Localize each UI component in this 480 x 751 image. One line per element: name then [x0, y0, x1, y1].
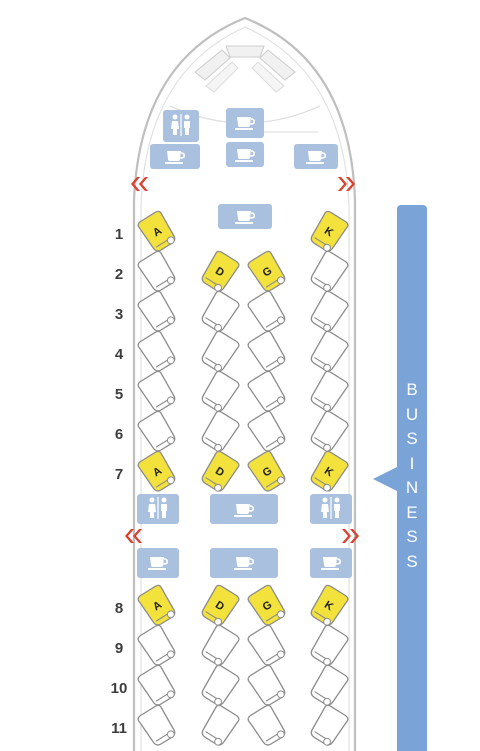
row-number: 10	[110, 680, 128, 697]
coffee-cup-icon	[234, 116, 255, 131]
galley-front-right	[294, 144, 338, 169]
row-number: 9	[114, 640, 124, 657]
cockpit-windows	[194, 45, 296, 93]
exit-arrows-icon	[131, 177, 355, 191]
galley-mid-left	[137, 548, 179, 578]
coffee-cup-icon	[234, 148, 255, 163]
row-number: 6	[114, 426, 124, 443]
cabin-letter: N	[405, 478, 419, 497]
galley-front-left	[150, 144, 200, 169]
galley-mid-center-lower	[210, 548, 278, 578]
coffee-cup-icon	[305, 150, 327, 165]
seat-2d[interactable]: D	[198, 249, 241, 295]
lavatory-front	[163, 110, 199, 142]
cabin-letter: U	[405, 404, 419, 424]
lavatory-mid-right	[310, 494, 352, 524]
cabin-pointer	[373, 467, 397, 491]
seat-7k[interactable]: K	[307, 449, 350, 495]
row-number: 4	[114, 346, 124, 363]
row-number: 8	[114, 600, 124, 617]
lavatory-mid-left	[137, 494, 179, 524]
seat-7g[interactable]: G	[246, 449, 289, 495]
cabin-letter: I	[409, 453, 415, 473]
row-number: 5	[114, 386, 124, 403]
cabin-letter: S	[406, 527, 418, 546]
lavatory-icon	[171, 114, 190, 136]
lavatory-icon	[321, 497, 340, 519]
coffee-cup-icon	[233, 503, 254, 518]
exit-arrows-icon	[125, 529, 359, 543]
seat-1k[interactable]: K	[307, 209, 350, 255]
coffee-cup-icon	[233, 556, 254, 571]
cabin-letter: S	[406, 551, 418, 571]
coffee-cup-icon	[320, 556, 342, 571]
fuselage-outline	[132, 16, 357, 751]
coffee-cup-icon	[164, 150, 185, 165]
lavatory-icon	[148, 497, 167, 519]
seat-8k[interactable]: K	[307, 583, 350, 629]
galley-row-1	[218, 204, 272, 229]
row-number: 2	[114, 266, 124, 283]
row-number: 7	[114, 466, 124, 483]
coffee-cup-icon	[234, 210, 255, 225]
cabin-letter: E	[406, 502, 418, 522]
cabin-section-bar	[397, 205, 427, 751]
cabin-letter: S	[406, 429, 418, 448]
galley-front-center	[226, 142, 264, 167]
seat-1a[interactable]: A	[136, 209, 179, 255]
seat-8d[interactable]: D	[198, 583, 241, 629]
galley-mid-right	[310, 548, 352, 578]
row-number: 1	[114, 226, 124, 243]
row-number: 11	[111, 720, 127, 737]
coffee-cup-icon	[147, 556, 168, 571]
galley-front-top	[226, 108, 264, 138]
seat-8a[interactable]: A	[136, 583, 179, 629]
seat-2g[interactable]: G	[246, 249, 289, 295]
seat-7d[interactable]: D	[198, 449, 241, 495]
seat-8g[interactable]: G	[246, 583, 289, 629]
row-number: 3	[114, 306, 124, 323]
seat-7a[interactable]: A	[136, 449, 179, 495]
cabin-letter: B	[406, 380, 418, 399]
galley-mid-center	[210, 494, 278, 524]
cabin-label: B U S I N E S S	[397, 378, 427, 574]
